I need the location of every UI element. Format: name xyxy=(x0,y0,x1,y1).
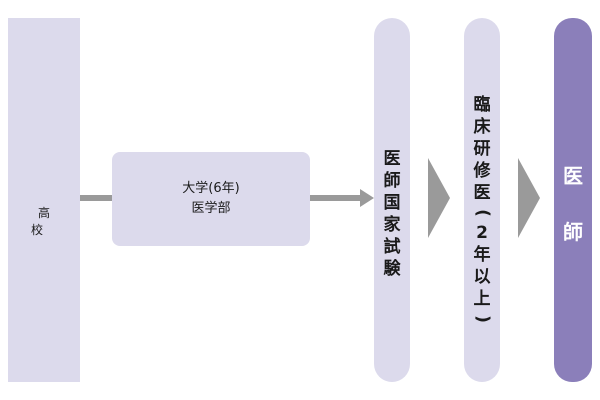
exam-char-6: 験 xyxy=(383,259,401,279)
arrow-head-daigaku-to-exam xyxy=(360,189,374,207)
residency-char-years: 2 xyxy=(476,223,488,243)
exam-char-4: 家 xyxy=(383,215,401,235)
stage-university: 大学(6年) 医学部 xyxy=(112,152,310,246)
arrow-shaft-daigaku-to-exam xyxy=(310,195,362,201)
residency-char-1: 臨 xyxy=(473,95,491,115)
chevron-exam-to-residency xyxy=(428,158,450,238)
residency-char-i: 以 xyxy=(473,267,491,287)
doctor-char-1: 医 xyxy=(563,164,583,188)
stage-residency: 臨 床 研 修 医 ( 2 年 以 上 ) xyxy=(464,18,500,382)
stage-high-school-label: 高 校 xyxy=(30,206,64,237)
doctor-char-2: 師 xyxy=(563,220,583,244)
residency-char-jo: 上 xyxy=(473,289,491,309)
residency-char-2: 床 xyxy=(473,117,491,137)
stage-doctor: 医 師 xyxy=(554,18,592,382)
stage-university-line1: 大学(6年) xyxy=(182,181,240,196)
stage-high-school: 高 校 xyxy=(8,18,80,382)
chevron-residency-to-doctor xyxy=(518,158,540,238)
exam-char-2: 師 xyxy=(383,171,401,191)
exam-char-1: 医 xyxy=(383,149,401,169)
arrow-koko-to-daigaku xyxy=(80,195,112,201)
residency-char-4: 修 xyxy=(473,161,491,181)
stage-national-exam: 医 師 国 家 試 験 xyxy=(374,18,410,382)
residency-char-nen: 年 xyxy=(473,245,491,265)
stage-university-line2: 医学部 xyxy=(191,201,231,216)
exam-char-5: 試 xyxy=(383,237,401,257)
residency-char-3: 研 xyxy=(473,139,491,159)
exam-char-3: 国 xyxy=(383,193,401,213)
residency-char-5: 医 xyxy=(473,183,491,203)
